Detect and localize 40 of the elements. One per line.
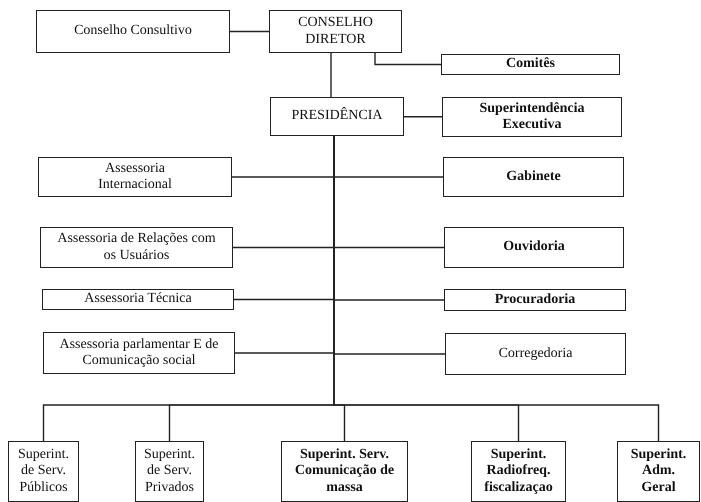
org-box <box>617 441 700 502</box>
unit-name: Assessoria Internacional <box>97 160 173 194</box>
org-box <box>443 157 624 197</box>
org-box <box>471 441 566 502</box>
unit-name: CONSELHO DIRETOR <box>297 15 374 48</box>
unit-name: Superint. de Serv. Públicos <box>17 447 70 496</box>
unit-name: Assessoria Técnica <box>84 291 192 308</box>
connector-line <box>374 53 441 66</box>
unit-name: Superint. Serv. Comunicação de massa <box>294 447 394 496</box>
org-box <box>43 332 235 374</box>
org-box <box>8 441 79 502</box>
org-box <box>135 441 204 502</box>
connector-line <box>330 53 332 97</box>
unit-name: Gabinete <box>506 168 561 186</box>
unit-name: Corregedoria <box>498 346 572 362</box>
connector-line <box>230 30 269 32</box>
org-box <box>38 157 232 197</box>
org-box <box>445 333 626 375</box>
org-box <box>444 227 624 268</box>
unit-name: Superint. Adm. Geral <box>630 447 688 496</box>
org-box <box>40 227 233 268</box>
unit-name: Assessoria de Relações com os Usuários <box>56 231 217 264</box>
org-box <box>281 441 408 502</box>
unit-name: Superint. Radiofreq. fiscalizaçao <box>483 447 554 496</box>
unit-name: Conselho Consultivo <box>74 23 192 40</box>
org-box <box>444 289 626 311</box>
org-box <box>270 97 404 136</box>
org-box <box>42 289 234 310</box>
unit-name: PRESIDÊNCIA <box>291 108 382 125</box>
org-box <box>36 10 230 53</box>
org-box <box>269 10 402 53</box>
unit-name: Procuradoria <box>494 292 576 308</box>
org-box <box>441 54 620 75</box>
connector-line <box>404 116 442 118</box>
unit-name: Superint. de Serv. Privados <box>143 447 196 496</box>
unit-name: Ouvidoria <box>503 239 565 256</box>
org-box <box>442 97 622 137</box>
unit-name: Comitês <box>506 56 555 73</box>
unit-name: Superintendência Executiva <box>478 100 586 134</box>
unit-name: Assessoria parlamentar E de Comunicação social <box>58 336 220 370</box>
